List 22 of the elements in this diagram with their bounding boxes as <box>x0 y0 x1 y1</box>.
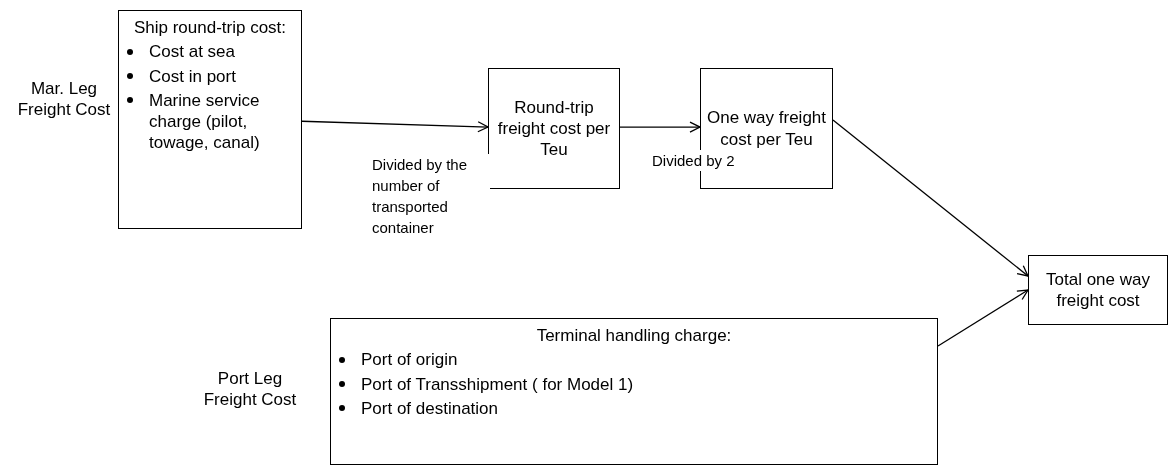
arrow <box>832 119 1029 277</box>
list-item: Port of Transshipment ( for Model 1) <box>361 373 634 395</box>
list-item: Cost at sea <box>149 41 235 63</box>
list-item: Cost in port <box>149 65 236 87</box>
box-text: One way freight cost per Teu <box>705 107 828 150</box>
box-heading: Ship round-trip cost: <box>133 17 287 39</box>
arrow <box>301 120 489 133</box>
box-text: Total one way freight cost <box>1045 268 1151 312</box>
process-box <box>330 318 938 465</box>
process-box <box>1028 255 1168 325</box>
row-label: Port Leg Freight Cost <box>202 368 298 411</box>
list-item: Marine service charge (pilot, towage, canal) <box>149 89 261 154</box>
list-item: Port of destination <box>361 397 499 419</box>
box-text: Round-trip freight cost per Teu <box>496 96 612 161</box>
arrow <box>619 121 701 133</box>
process-box <box>488 68 620 189</box>
box-heading: Terminal handling charge: <box>536 325 732 347</box>
process-box <box>118 10 302 229</box>
process-box <box>700 68 833 189</box>
arrow <box>937 289 1029 347</box>
row-label: Mar. Leg Freight Cost <box>16 78 112 121</box>
list-item: Port of origin <box>361 349 458 371</box>
